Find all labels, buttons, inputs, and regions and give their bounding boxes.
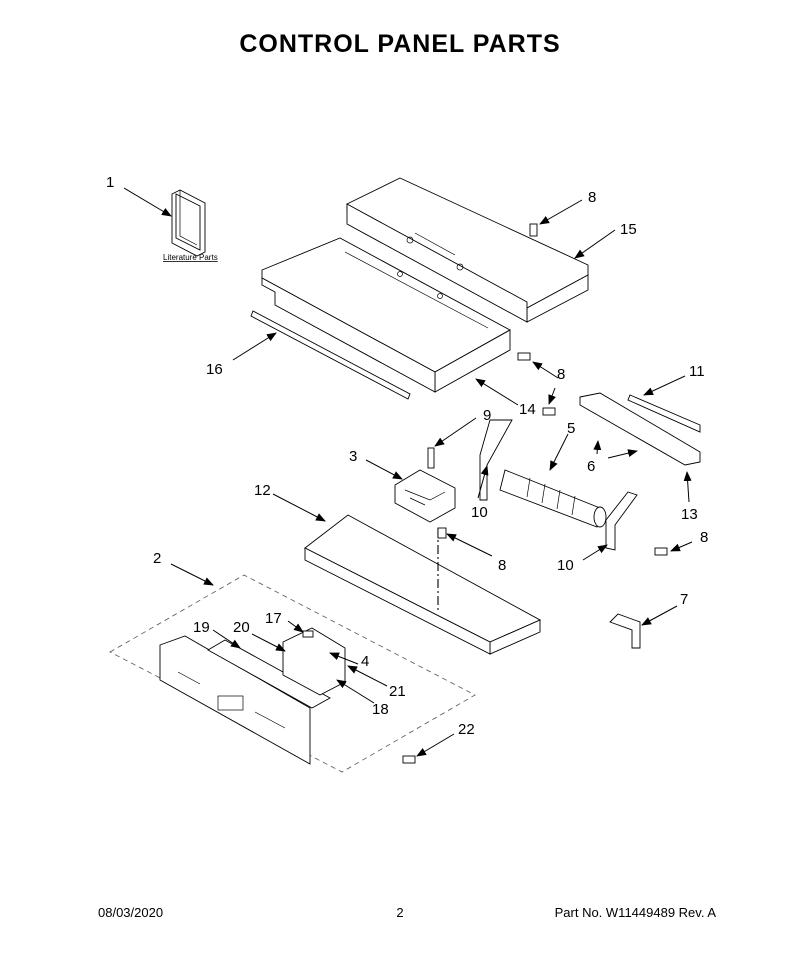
callout-6: 6 [587, 458, 595, 475]
callout-4: 4 [361, 653, 369, 670]
console-assembly-outline [109, 574, 476, 773]
callout-21: 21 [389, 683, 406, 700]
footer-date: 08/03/2020 [98, 905, 164, 920]
callout-8a: 8 [588, 189, 596, 206]
upper-cover [346, 177, 589, 323]
gasket-strip [250, 310, 411, 400]
callout-3: 3 [349, 448, 357, 465]
callout-17: 17 [265, 610, 282, 627]
callout-10b: 10 [557, 557, 574, 574]
callout-8d: 8 [700, 529, 708, 546]
callout-20: 20 [233, 619, 250, 636]
callout-19: 19 [193, 619, 210, 636]
small-bracket [609, 613, 641, 649]
panel-chassis [261, 237, 511, 393]
footer-part-number: Part No. W11449489 Rev. A [554, 905, 716, 920]
callout-2: 2 [153, 550, 161, 567]
fan-bracket-left [479, 419, 513, 501]
callout-14: 14 [519, 401, 536, 418]
cooling-fan [499, 469, 607, 528]
electronics-tray [304, 514, 542, 655]
callout-9: 9 [483, 407, 491, 424]
callout-5: 5 [567, 420, 575, 437]
callout-8b: 8 [557, 366, 565, 383]
callout-7: 7 [680, 591, 688, 608]
literature-parts-label: Literature Parts [163, 253, 218, 262]
footer-page-number: 2 [396, 905, 404, 920]
fan-bracket-right [605, 491, 638, 551]
callout-8c: 8 [498, 557, 506, 574]
control-board-housing [394, 447, 456, 523]
callout-1: 1 [106, 174, 114, 191]
display-board [207, 639, 331, 709]
callout-15: 15 [620, 221, 637, 238]
callout-22: 22 [458, 721, 475, 738]
callout-16: 16 [206, 361, 223, 378]
callout-11: 11 [689, 363, 705, 380]
screw-fasteners [302, 223, 668, 764]
literature-booklet [171, 189, 206, 257]
callout-12: 12 [254, 482, 271, 499]
callout-18: 18 [372, 701, 389, 718]
console-front-panel [159, 635, 311, 765]
mounting-bracket [579, 392, 701, 466]
callout-13: 13 [681, 506, 698, 523]
page-title: CONTROL PANEL PARTS [239, 30, 561, 58]
callout-10a: 10 [471, 504, 488, 521]
